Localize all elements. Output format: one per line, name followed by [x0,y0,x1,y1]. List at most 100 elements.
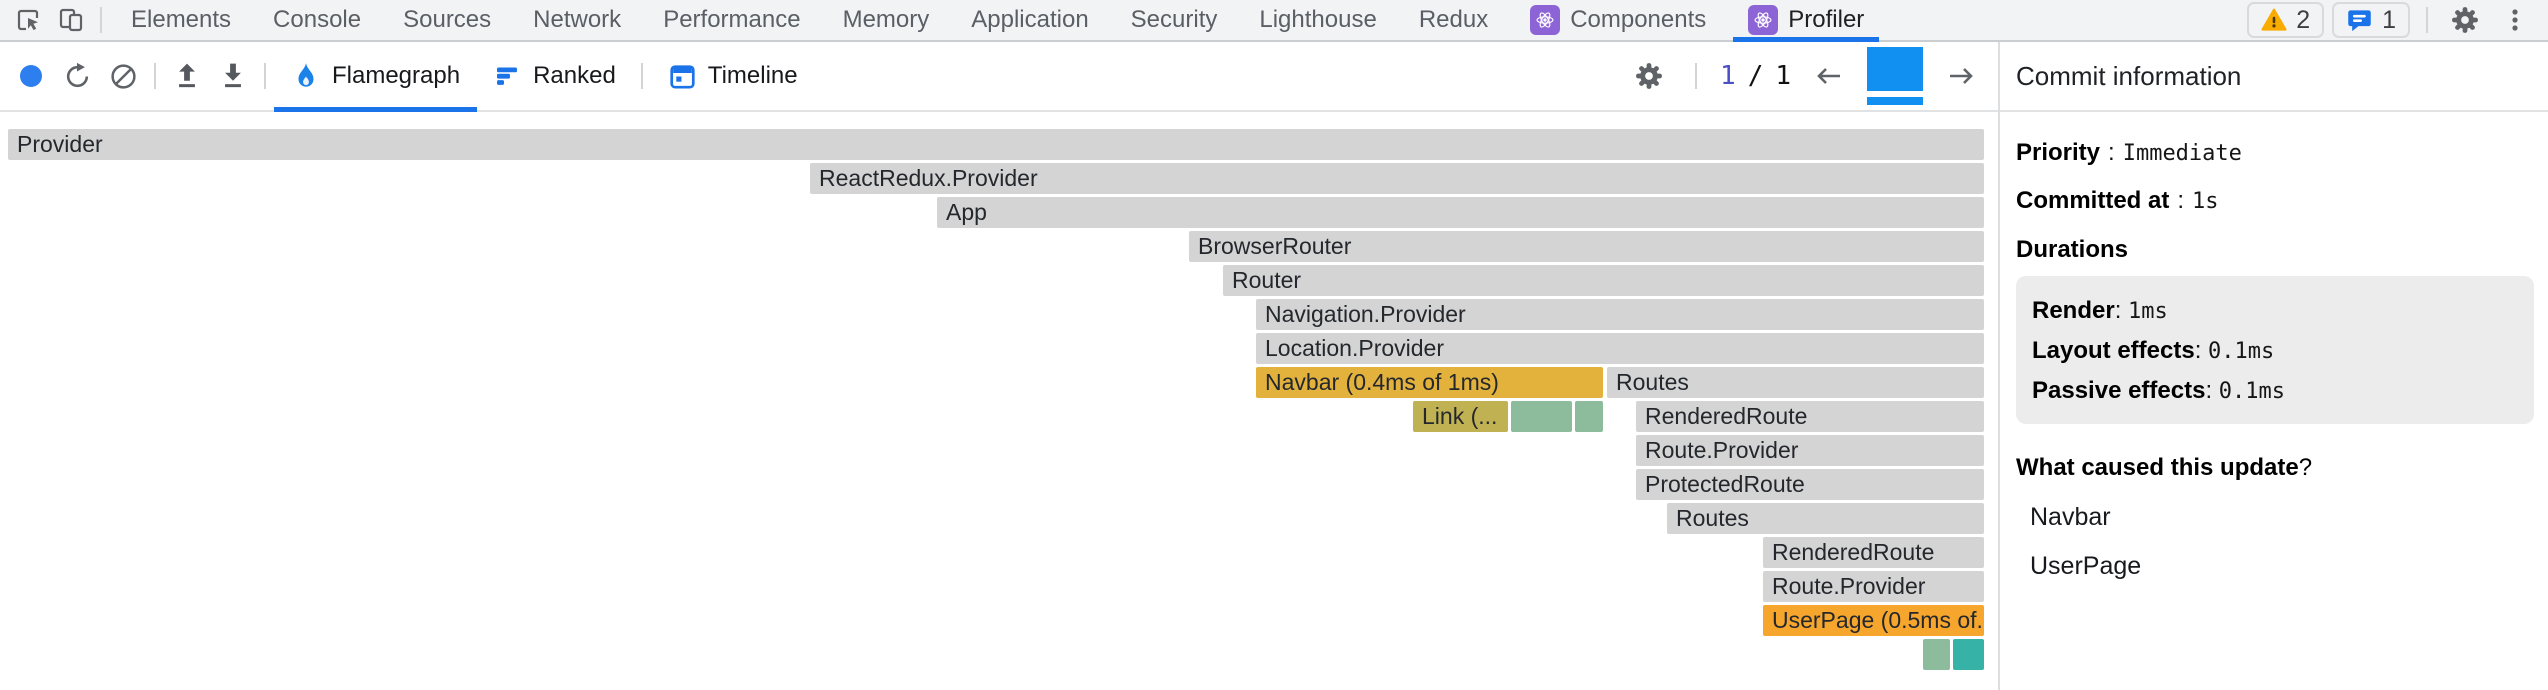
commit-info-content: Priority: Immediate Committed at: 1s Dur… [2000,112,2548,592]
clear-button[interactable] [100,53,146,99]
tab-memory[interactable]: Memory [822,0,951,40]
gear-icon[interactable] [2444,0,2486,40]
flame-bar-location-provider[interactable]: Location.Provider [1256,333,1984,364]
tab-label: Security [1130,6,1218,33]
cause-userpage[interactable]: UserPage [2030,552,2142,580]
tab-label: Components [1570,6,1707,33]
flame-bar-link[interactable]: Link (... [1413,401,1508,432]
flame-bar-provider[interactable]: Provider [8,129,1984,160]
duration-label: Passive effects [2032,377,2206,404]
message-badge[interactable]: 1 [2332,2,2410,38]
tab-elements[interactable]: Elements [110,0,252,40]
duration-value: 0.1ms [2208,339,2275,364]
flame-bar-browserrouter[interactable]: BrowserRouter [1189,231,1984,262]
tab-timeline[interactable]: Timeline [651,42,815,110]
import-profile-button[interactable] [164,53,210,99]
what-caused-label: What caused this update [2016,454,2299,481]
clear-icon [110,63,136,89]
flame-bar-routes[interactable]: Routes [1667,503,1984,534]
profiler-toolbar: Flamegraph Ranked Timeline [0,42,1998,112]
flame-bar-renderedroute[interactable]: RenderedRoute [1763,537,1984,568]
flame-bar-route-provider[interactable]: Route.Provider [1763,571,1984,602]
gear-icon [1636,63,1662,89]
tab-sources[interactable]: Sources [382,0,512,40]
durations-heading: Durations [2016,236,2129,263]
record-button[interactable] [8,53,54,99]
flame-bar-navbar-0-4ms-of-1ms[interactable]: Navbar (0.4ms of 1ms) [1256,367,1603,398]
flame-bar-routes[interactable]: Routes [1607,367,1984,398]
reload-profile-button[interactable] [54,53,100,99]
flame-bar-block[interactable] [1511,401,1572,432]
duration-label: Render [2032,297,2115,324]
tab-components[interactable]: Components [1509,0,1727,40]
flame-bar-renderedroute[interactable]: RenderedRoute [1636,401,1984,432]
message-icon [2348,9,2371,31]
flame-bar-route-provider[interactable]: Route.Provider [1636,435,1984,466]
tab-lighthouse[interactable]: Lighthouse [1238,0,1397,40]
device-toolbar-icon[interactable] [50,0,92,40]
flame-bar-block[interactable] [1923,639,1950,670]
tab-label: Application [971,6,1089,33]
arrow-right-icon [1950,68,1973,84]
colon: : [2194,337,2209,364]
cause-navbar[interactable]: Navbar [2030,503,2111,531]
committed-at-label: Committed at [2016,187,2170,214]
flame-bar-userpage-0-5ms-of[interactable]: UserPage (0.5ms of... [1763,605,1984,636]
colon: : [2114,297,2129,324]
tab-redux[interactable]: Redux [1398,0,1509,40]
divider [2426,7,2428,33]
upload-icon [179,63,195,88]
committed-at-value: 1s [2192,189,2219,214]
view-tab-label: Timeline [707,62,798,89]
message-count: 1 [2382,5,2396,34]
committed-at-line: Committed at: 1s [2016,180,2536,222]
tab-profiler[interactable]: Profiler [1727,0,1885,42]
tab-console[interactable]: Console [252,0,382,40]
duration-layout-effects: Layout effects: 0.1ms [2032,331,2534,371]
download-icon [225,63,241,88]
divider [1695,63,1698,89]
divider [640,63,643,89]
tab-label: Performance [663,6,801,33]
commit-bar-strip [1867,97,1923,105]
profiler-settings-button[interactable] [1626,53,1672,99]
tab-network[interactable]: Network [512,0,642,40]
flame-bar-reactredux-provider[interactable]: ReactRedux.Provider [810,163,1984,194]
react-icon [1748,5,1779,35]
tab-label: Lighthouse [1259,6,1377,33]
commit-info-panel: Commit information Priority: Immediate C… [2000,42,2548,690]
tab-performance[interactable]: Performance [642,0,821,40]
tab-flamegraph[interactable]: Flamegraph [274,42,478,112]
inspect-icon[interactable] [8,0,50,40]
tab-label: Console [273,6,362,33]
tab-label: Elements [131,6,232,33]
record-icon [20,65,42,87]
commit-count: 1 / 1 [1720,61,1791,91]
priority-line: Priority: Immediate [2016,132,2536,174]
tab-label: Profiler [1788,6,1865,33]
commit-selector-bar[interactable] [1867,47,1923,105]
export-profile-button[interactable] [210,53,256,99]
next-commit-button[interactable] [1938,53,1984,99]
flame-bar-navigation-provider[interactable]: Navigation.Provider [1256,299,1984,330]
more-vertical-icon[interactable] [2494,0,2536,40]
commit-info-header: Commit information [2000,42,2548,112]
tab-ranked[interactable]: Ranked [477,42,633,110]
flame-bar-block[interactable] [1575,401,1603,432]
priority-label: Priority [2016,139,2101,166]
duration-value: 0.1ms [2218,379,2286,404]
flame-bar-router[interactable]: Router [1223,265,1984,296]
flame-bar-protectedroute[interactable]: ProtectedRoute [1636,469,1984,500]
view-tab-label: Ranked [533,62,616,89]
colon: : [2177,187,2185,214]
tab-application[interactable]: Application [950,0,1109,40]
divider [154,63,156,89]
duration-label: Layout effects [2032,337,2195,364]
flame-bar-app[interactable]: App [937,197,1984,228]
warning-badge[interactable]: 2 [2247,2,2325,38]
previous-commit-button[interactable] [1806,53,1852,99]
tab-security[interactable]: Security [1110,0,1239,40]
flame-bar-block[interactable] [1953,639,1984,670]
